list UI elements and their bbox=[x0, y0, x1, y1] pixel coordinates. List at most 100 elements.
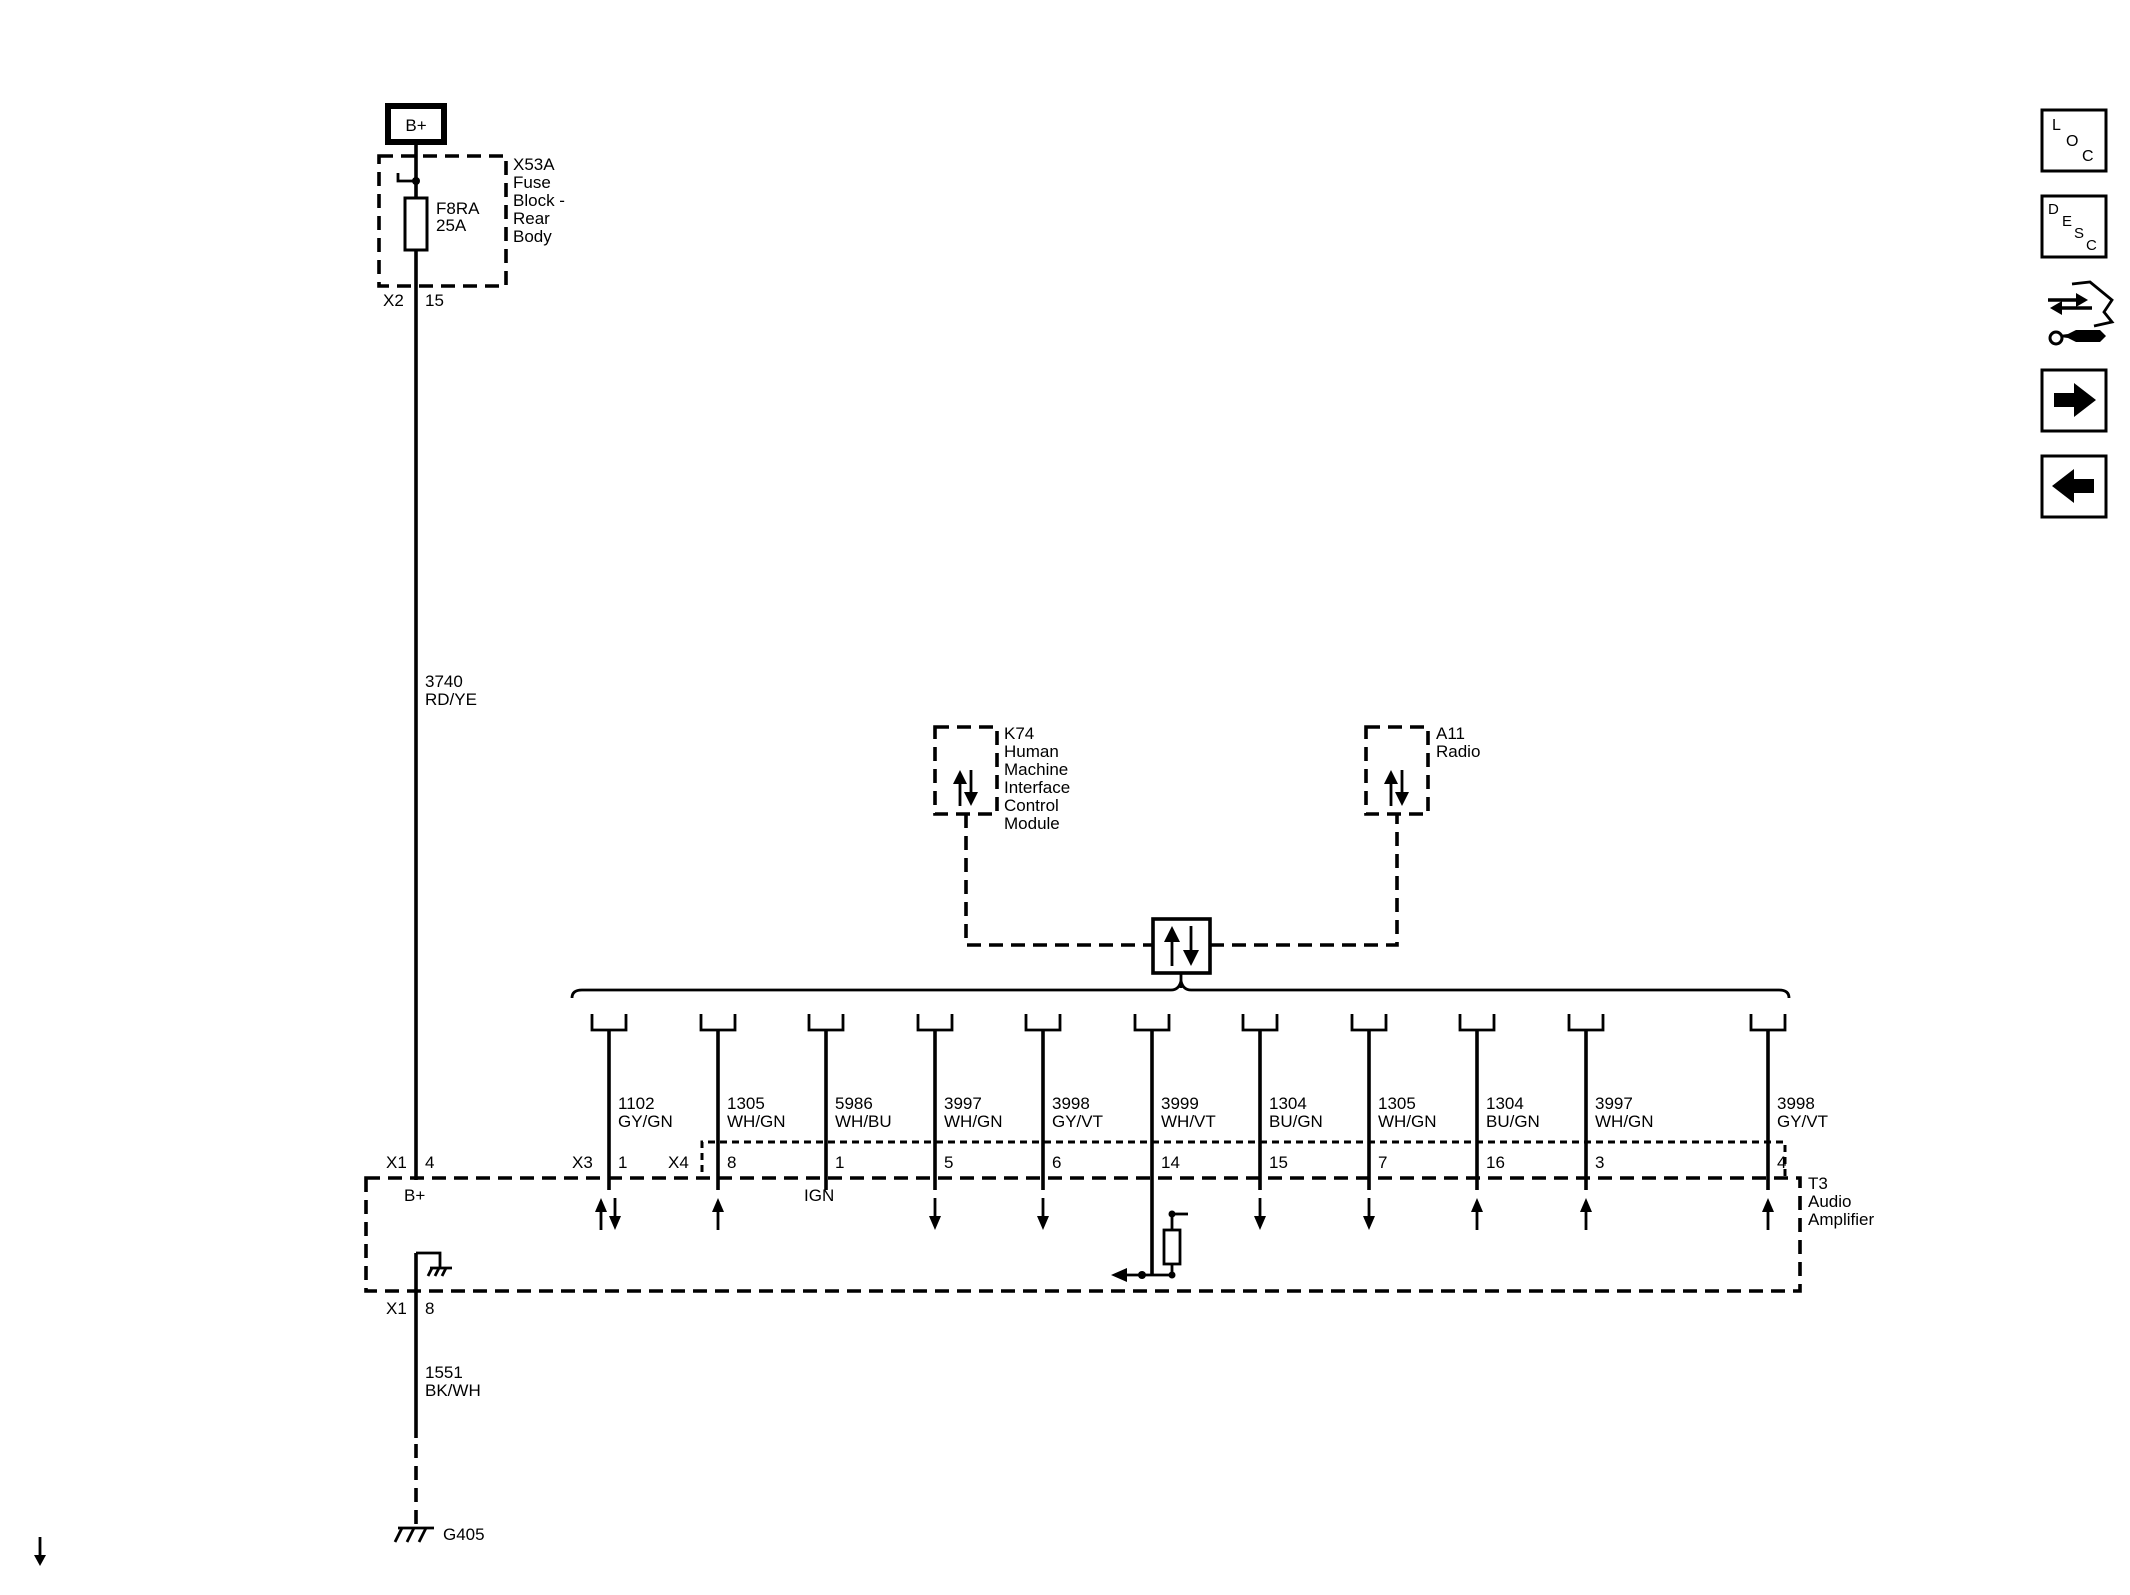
signal-wire-color: WH/VT bbox=[1161, 1112, 1216, 1131]
amplifier-name-line: Amplifier bbox=[1808, 1210, 1874, 1229]
signal-direction-icon bbox=[929, 1198, 941, 1230]
signal-wire-circuit: 1305 bbox=[727, 1094, 765, 1113]
desc-button[interactable]: D E S C bbox=[2040, 194, 2108, 259]
ign-label: IGN bbox=[804, 1186, 834, 1205]
amplifier-bplus-connector: X1 bbox=[386, 1153, 407, 1172]
signal-wire-pin: 1 bbox=[618, 1153, 627, 1172]
loc-button[interactable]: L O C bbox=[2040, 108, 2108, 173]
desc-letter: S bbox=[2074, 225, 2084, 242]
hmi-module-name-line: Control bbox=[1004, 796, 1059, 815]
arrow-left-icon bbox=[2052, 469, 2094, 503]
battery-plus-label: B+ bbox=[405, 116, 426, 135]
signal-wire-color: GY/VT bbox=[1052, 1112, 1103, 1131]
connector-terminal-icon bbox=[1350, 1014, 1388, 1032]
ground-id: G405 bbox=[443, 1525, 485, 1544]
next-page-button[interactable] bbox=[2040, 368, 2108, 433]
hmi-module-id: K74 bbox=[1004, 724, 1034, 743]
connector-terminal-icon bbox=[590, 1014, 628, 1032]
amplifier-bplus-label: B+ bbox=[404, 1186, 425, 1205]
signal-wire-pin: 7 bbox=[1378, 1153, 1387, 1172]
signal-wire-color: BU/GN bbox=[1269, 1112, 1323, 1131]
ground-connector-label: X1 bbox=[386, 1299, 407, 1318]
desc-letter: E bbox=[2062, 213, 2072, 230]
signal-wire-circuit: 3997 bbox=[944, 1094, 982, 1113]
connector-terminal-icon bbox=[1133, 1014, 1171, 1032]
loc-letter: O bbox=[2066, 133, 2078, 150]
signal-wire-circuit: 5986 bbox=[835, 1094, 873, 1113]
signal-wire-pin: 16 bbox=[1486, 1153, 1505, 1172]
signal-wire-columns: 1102GY/GN11305WH/GN85986WH/BU13997WH/GN5… bbox=[590, 1014, 1828, 1275]
internal-resistor-circuit bbox=[1111, 1210, 1188, 1282]
signal-direction-icon bbox=[1471, 1198, 1483, 1230]
signal-wire-circuit: 3998 bbox=[1052, 1094, 1090, 1113]
fuse-block-x53a: F8RA 25A X53A Fuse Block - Rear Body X2 … bbox=[377, 142, 565, 310]
amplifier-bplus-pin: 4 bbox=[425, 1153, 434, 1172]
connector-terminal-icon bbox=[1024, 1014, 1062, 1032]
fuse-block-name-line: Fuse bbox=[513, 173, 551, 192]
signal-wire-color: WH/GN bbox=[944, 1112, 1003, 1131]
connector-terminal-icon bbox=[1749, 1014, 1787, 1032]
signal-direction-icon bbox=[712, 1198, 724, 1230]
audio-amplifier-t3: X1 4 B+ X3 X4 IGN T3 Audio Amplifier bbox=[364, 1153, 1874, 1293]
signal-direction-icon bbox=[595, 1198, 621, 1230]
fuse-block-name-line: Rear bbox=[513, 209, 550, 228]
battery-plus-source: B+ bbox=[385, 103, 447, 145]
fuse-rating: 25A bbox=[436, 216, 467, 235]
signal-wire-pin: 14 bbox=[1161, 1153, 1180, 1172]
previous-page-button[interactable] bbox=[2040, 454, 2108, 519]
connector-terminal-icon bbox=[699, 1014, 737, 1032]
signal-wire-pin: 4 bbox=[1777, 1153, 1786, 1172]
chassis-ground-icon bbox=[416, 1251, 452, 1277]
ground-g405: G405 bbox=[393, 1525, 485, 1544]
ground-wire-color: BK/WH bbox=[425, 1381, 481, 1400]
bidirectional-arrows-icon bbox=[953, 770, 978, 806]
page-down-arrow-icon[interactable] bbox=[34, 1537, 46, 1566]
fuse-id: F8RA bbox=[436, 199, 480, 218]
desc-letter: C bbox=[2086, 237, 2097, 254]
connector-terminal-icon bbox=[1241, 1014, 1279, 1032]
x4-connector-label: X4 bbox=[668, 1153, 689, 1172]
signal-wire-color: BU/GN bbox=[1486, 1112, 1540, 1131]
signal-wire-circuit: 3999 bbox=[1161, 1094, 1199, 1113]
signal-wire-color: WH/GN bbox=[727, 1112, 786, 1131]
signal-wire-circuit: 1304 bbox=[1269, 1094, 1307, 1113]
arrow-right-icon bbox=[2054, 383, 2096, 417]
hmi-module-name-line: Human bbox=[1004, 742, 1059, 761]
supply-wire-3740: 3740 RD/YE bbox=[414, 250, 477, 1180]
supply-wire-color: RD/YE bbox=[425, 690, 477, 709]
nav-toolbar: L O C D E S C bbox=[2040, 108, 2115, 519]
signal-wire-pin: 5 bbox=[944, 1153, 953, 1172]
signal-wire-pin: 15 bbox=[1269, 1153, 1288, 1172]
ground-symbol-icon bbox=[393, 1526, 434, 1543]
connector-terminal-icon bbox=[1567, 1014, 1605, 1032]
fuse-block-id: X53A bbox=[513, 155, 555, 174]
harness-brace bbox=[570, 980, 1791, 999]
connector-wrench-icon[interactable] bbox=[2048, 280, 2115, 346]
signal-wire-pin: 6 bbox=[1052, 1153, 1061, 1172]
supply-wire-circuit: 3740 bbox=[425, 672, 463, 691]
fuse-block-connector: X2 bbox=[383, 291, 404, 310]
radio-id: A11 bbox=[1436, 724, 1465, 743]
signal-direction-icon bbox=[1037, 1198, 1049, 1230]
hmi-module-name-line: Module bbox=[1004, 814, 1060, 833]
signal-direction-icon bbox=[1254, 1198, 1266, 1230]
radio-a11: A11 Radio bbox=[1364, 724, 1480, 816]
signal-wire-color: GY/GN bbox=[618, 1112, 673, 1131]
connector-terminal-icon bbox=[916, 1014, 954, 1032]
data-exchange-icon bbox=[1164, 926, 1199, 966]
fuse-block-pin: 15 bbox=[425, 291, 444, 310]
signal-wire-pin: 8 bbox=[727, 1153, 736, 1172]
signal-wire-circuit: 1304 bbox=[1486, 1094, 1524, 1113]
connector-terminal-icon bbox=[1458, 1014, 1496, 1032]
signal-wire-circuit: 1102 bbox=[618, 1094, 655, 1113]
